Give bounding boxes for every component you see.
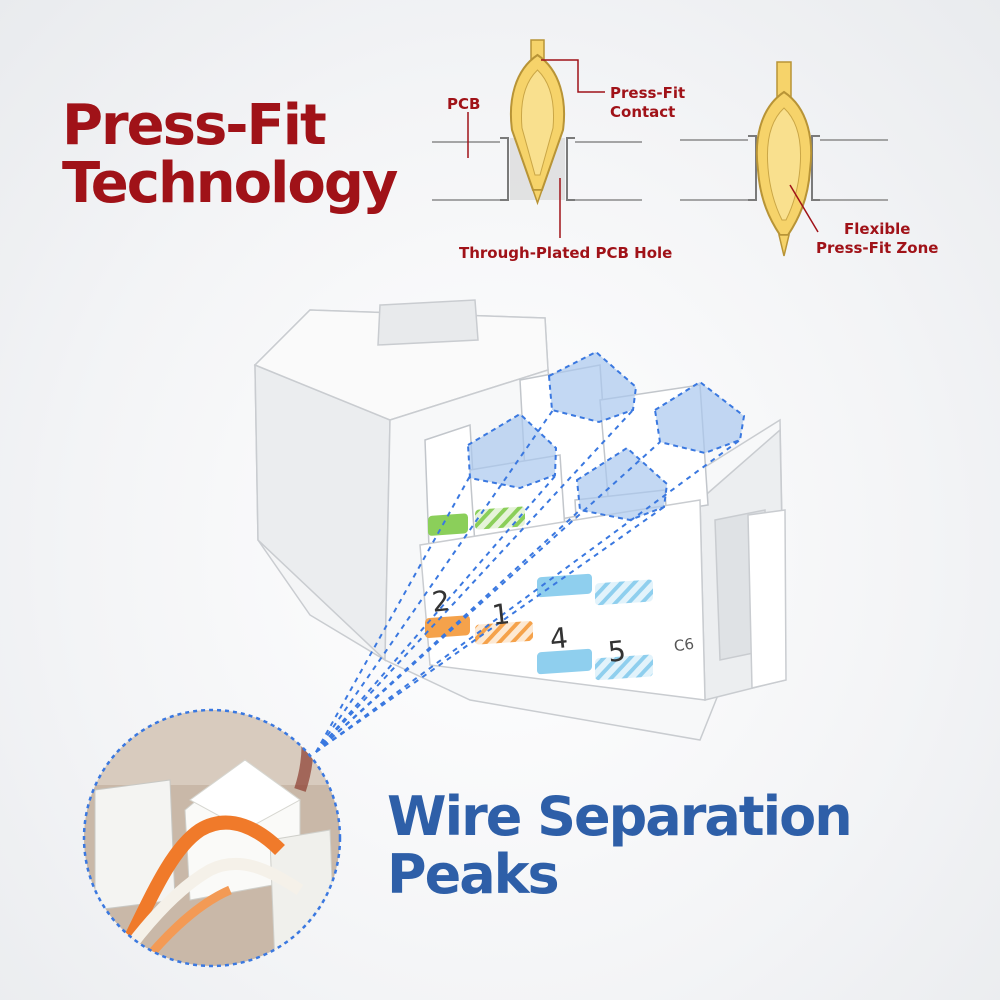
- jack-category-marking: C6: [672, 634, 696, 656]
- color-code-band: [419, 499, 706, 701]
- label-through-plated-hole: Through-Plated PCB Hole: [459, 244, 673, 262]
- leader-line-flexible: [789, 184, 819, 233]
- callout-rays: [315, 409, 741, 753]
- label-press-fit-contact-line2: Contact: [610, 102, 676, 121]
- jack-digit-1: 1: [490, 597, 512, 632]
- plated-hole-right: [748, 135, 820, 201]
- magnifier-lens-border: [82, 708, 342, 968]
- wire-separation-headline-line1: Wire Separation: [387, 785, 853, 848]
- label-pcb: PCB: [447, 95, 481, 113]
- jack-digit-5: 5: [606, 634, 628, 669]
- press-fit-headline: Press-Fit Technology: [62, 93, 398, 216]
- leader-lines-left: [467, 59, 605, 238]
- label-flexible-press-fit-zone: Flexible Press-Fit Zone: [816, 220, 938, 258]
- pcb-board-right: [680, 139, 888, 201]
- peak-highlight-2: [547, 350, 638, 424]
- label-press-fit-contact-line1: Press-Fit: [610, 84, 686, 102]
- press-fit-headline-line1: Press-Fit: [62, 93, 327, 158]
- jack-digit-2: 2: [430, 584, 452, 619]
- label-press-fit-contact: Press-Fit Contact: [610, 84, 685, 122]
- jack-digit-4: 4: [548, 621, 570, 656]
- plated-hole-left: [500, 137, 575, 201]
- press-fit-diagram: [432, 39, 888, 257]
- press-fit-contact-pin-left: [509, 39, 566, 206]
- press-fit-contact-pin-right: [755, 61, 813, 257]
- magnifier-lens: [82, 708, 342, 968]
- wire-separation-headline-line2: Peaks: [387, 843, 560, 906]
- peak-highlights: [466, 350, 746, 522]
- label-flexible-line1: Flexible: [844, 220, 911, 238]
- press-fit-headline-line2: Technology: [62, 151, 398, 216]
- wire-separation-headline: Wire Separation Peaks: [387, 785, 853, 906]
- peak-highlight-4: [575, 446, 669, 522]
- label-flexible-line2: Press-Fit Zone: [816, 238, 939, 257]
- pcb-board-left: [432, 141, 642, 201]
